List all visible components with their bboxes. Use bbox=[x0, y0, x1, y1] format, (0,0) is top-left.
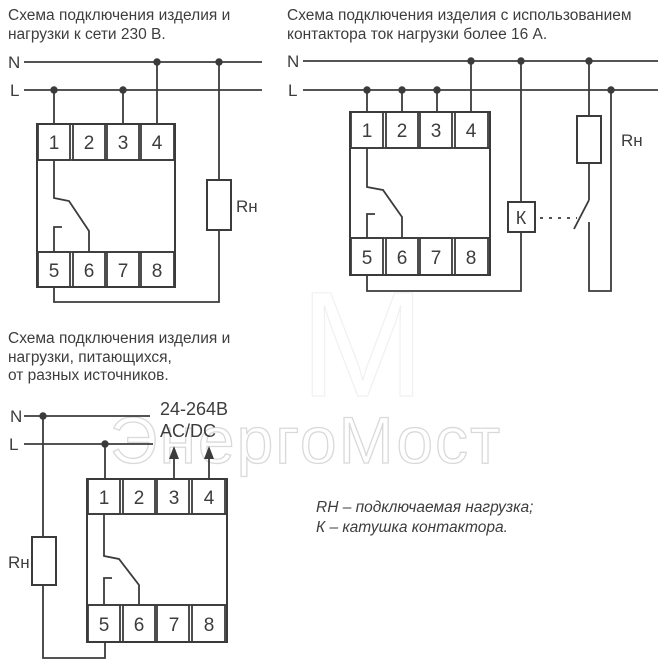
terminal-label: 3 bbox=[431, 121, 442, 142]
supply-voltage-label: 24-264В bbox=[160, 399, 228, 419]
legend: RH – подключаемая нагрузка; К – катушка … bbox=[316, 498, 533, 538]
rh-resistor bbox=[206, 179, 232, 231]
diagram3-title: Схема подключения изделия и нагрузки, пи… bbox=[8, 330, 230, 386]
diagram2-title-line1: Схема подключения изделия с использовани… bbox=[287, 7, 632, 24]
junction-dot bbox=[585, 57, 593, 65]
terminal-cell bbox=[419, 237, 453, 276]
rh-resistor bbox=[576, 115, 602, 164]
wire bbox=[53, 230, 220, 303]
wire bbox=[42, 585, 106, 659]
terminal-label: 7 bbox=[169, 615, 180, 636]
terminal-cell bbox=[191, 478, 226, 515]
n-label: N bbox=[10, 407, 22, 426]
relay-contact-fixed bbox=[103, 577, 112, 605]
rh-label: Rн bbox=[621, 131, 643, 150]
diagram3-title-line3: от разных источников. bbox=[8, 367, 169, 384]
terminal-label: 4 bbox=[152, 133, 163, 154]
terminal-cell bbox=[122, 478, 156, 515]
n-label: N bbox=[8, 53, 20, 72]
l-label: L bbox=[288, 81, 297, 100]
terminal-label: 5 bbox=[99, 615, 110, 636]
terminal-label: 6 bbox=[397, 248, 408, 269]
terminal-label: 6 bbox=[84, 261, 95, 282]
diagram2-title: Схема подключения изделия с использовани… bbox=[287, 6, 632, 44]
junction-dot bbox=[433, 86, 441, 94]
terminal-label: 4 bbox=[466, 121, 477, 142]
junction-dot bbox=[517, 57, 525, 65]
terminal-label: 6 bbox=[134, 615, 145, 636]
wire bbox=[366, 232, 522, 292]
legend-k: К – катушка контактора. bbox=[316, 519, 508, 536]
junction-dot bbox=[50, 86, 58, 94]
terminal-label: 8 bbox=[466, 248, 477, 269]
diagram3-title-line2: нагрузки, питающихся, bbox=[8, 348, 172, 366]
terminal-cell bbox=[419, 111, 453, 149]
terminal-label: 1 bbox=[49, 133, 60, 154]
terminal-label: 1 bbox=[99, 488, 110, 509]
terminal-label: 5 bbox=[362, 248, 373, 269]
diagram2-title-line2: контактора ток нагрузки более 16 А. bbox=[287, 26, 548, 43]
l-label: L bbox=[10, 81, 19, 100]
terminal-cell bbox=[106, 123, 140, 161]
terminal-cell bbox=[454, 237, 489, 276]
relay-contact bbox=[366, 148, 403, 238]
rh-resistor bbox=[31, 536, 57, 586]
junction-dot bbox=[363, 86, 371, 94]
terminal-cell bbox=[191, 604, 226, 643]
diagram3-title-line1: Схема подключения изделия и bbox=[8, 330, 231, 347]
contactor-coil-box bbox=[507, 201, 536, 233]
terminal-label: 4 bbox=[204, 488, 215, 509]
terminal-label: 2 bbox=[134, 488, 145, 509]
terminal-label: 8 bbox=[204, 615, 215, 636]
arrow-up-icon bbox=[204, 446, 214, 459]
terminal-cell bbox=[156, 604, 190, 643]
terminal-label: 2 bbox=[84, 133, 95, 154]
terminal-label: 3 bbox=[169, 488, 180, 509]
relay-contact bbox=[103, 514, 140, 605]
diagram2: N L 1 2 bbox=[287, 52, 658, 292]
junction-dot bbox=[119, 86, 127, 94]
supply-type-label: AC/DC bbox=[160, 421, 216, 441]
terminal-cell bbox=[140, 123, 175, 161]
relay-contact-fixed bbox=[53, 226, 62, 252]
terminal-cell bbox=[106, 251, 140, 288]
device-box bbox=[36, 123, 176, 288]
terminal-cell bbox=[72, 123, 106, 161]
junction-dot bbox=[467, 57, 475, 65]
junction-dot bbox=[153, 58, 161, 66]
l-label: L bbox=[9, 435, 18, 454]
terminal-cell bbox=[140, 251, 175, 288]
terminal-label: 5 bbox=[49, 261, 60, 282]
rh-label: Rн bbox=[8, 553, 30, 572]
diagram1-title: Схема подключения изделия и нагрузки к с… bbox=[8, 6, 230, 44]
terminal-cell bbox=[156, 478, 190, 515]
legend-rh: RH – подключаемая нагрузка; bbox=[316, 499, 534, 516]
terminal-label: 7 bbox=[431, 248, 442, 269]
diagram1-title-line2: нагрузки к сети 230 В. bbox=[8, 26, 166, 43]
watermark-logo: М bbox=[299, 259, 425, 428]
terminal-label: 2 bbox=[397, 121, 408, 142]
terminal-label: 3 bbox=[118, 133, 129, 154]
contactor-coil-label: К bbox=[516, 208, 527, 228]
n-label: N bbox=[287, 52, 299, 71]
relay-contact-fixed bbox=[366, 213, 375, 238]
terminal-label: 7 bbox=[118, 261, 129, 282]
wire bbox=[588, 90, 612, 292]
arrow-up-icon bbox=[169, 446, 179, 459]
diagram1-title-line1: Схема подключения изделия и bbox=[8, 7, 231, 24]
junction-dot bbox=[215, 58, 223, 66]
diagram1: N L Rн 1 2 bbox=[8, 53, 262, 303]
rh-label: Rн bbox=[236, 197, 258, 216]
terminal-label: 8 bbox=[152, 261, 163, 282]
junction-dot bbox=[398, 86, 406, 94]
contactor-switch-blade bbox=[573, 199, 590, 230]
terminal-cell bbox=[385, 111, 419, 149]
relay-contact bbox=[53, 160, 90, 252]
diagram3: N L 24-264В AC/DC Rн bbox=[8, 399, 228, 659]
terminal-cell bbox=[454, 111, 489, 149]
terminal-label: 1 bbox=[362, 121, 373, 142]
